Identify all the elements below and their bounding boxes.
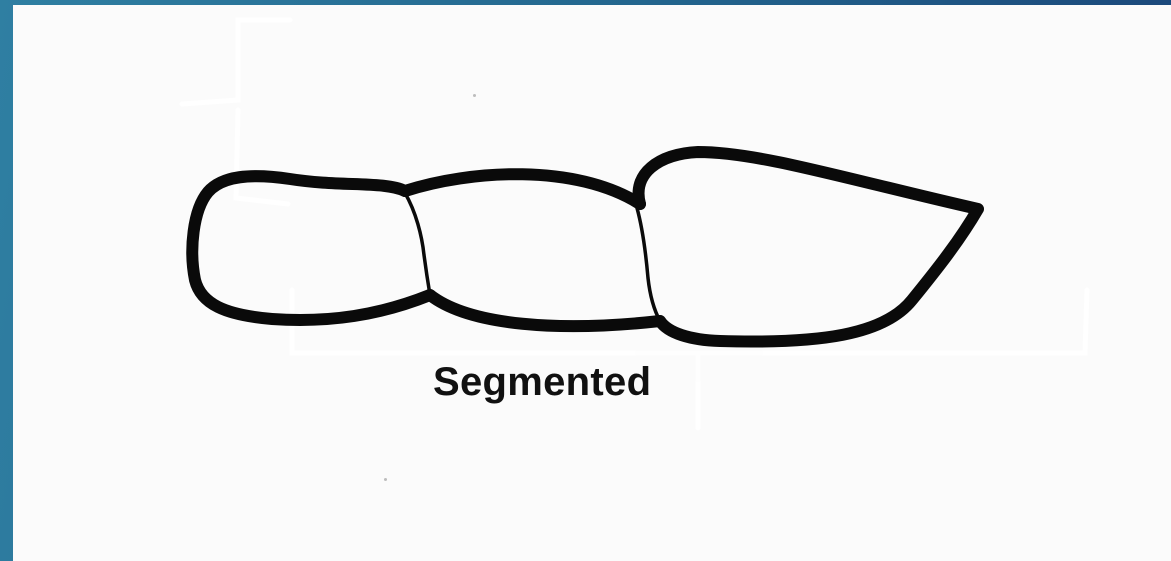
dust-speck [473,94,476,97]
diagram-caption: Segmented [433,360,651,405]
divider-1 [405,193,430,295]
divider-2 [637,208,660,321]
segmented-outline [192,152,978,342]
dust-speck [384,478,387,481]
segment-2-outline [405,174,660,326]
segment-3-outline [639,152,978,342]
segment-1-outline [192,176,430,320]
